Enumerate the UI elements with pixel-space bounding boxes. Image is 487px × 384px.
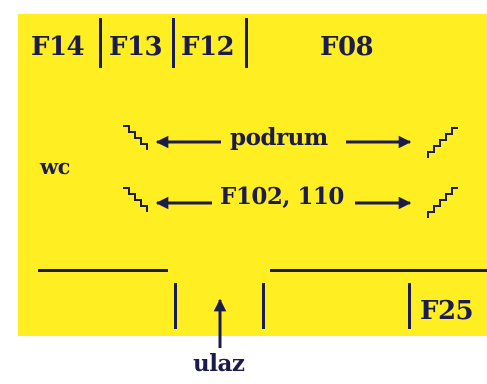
- floor-plan: [18, 14, 487, 336]
- wall-bottom-left: [38, 269, 168, 272]
- entrance-label: ulaz: [193, 350, 245, 377]
- divider-f14-f13: [99, 18, 102, 68]
- door-left-edge: [174, 283, 177, 329]
- room-f13-label: F13: [109, 32, 163, 62]
- divider-f13-f12: [172, 18, 175, 68]
- divider-f12-f08: [245, 18, 248, 68]
- wall-bottom-right: [270, 269, 487, 272]
- room-f14-label: F14: [31, 32, 85, 62]
- divider-f25: [408, 283, 411, 329]
- stairs-down-icon: [123, 187, 148, 212]
- door-right-edge: [262, 283, 265, 329]
- room-f12-label: F12: [181, 32, 235, 62]
- stairs-up-icon: [427, 187, 458, 218]
- room-f25-label: F25: [420, 296, 474, 326]
- direction-f102-label: F102, 110: [220, 183, 344, 210]
- room-f08-label: F08: [320, 32, 374, 62]
- room-wc-label: wc: [40, 154, 70, 179]
- stairs-down-icon: [123, 125, 148, 150]
- direction-podrum-label: podrum: [230, 124, 328, 151]
- stairs-up-icon: [427, 127, 458, 158]
